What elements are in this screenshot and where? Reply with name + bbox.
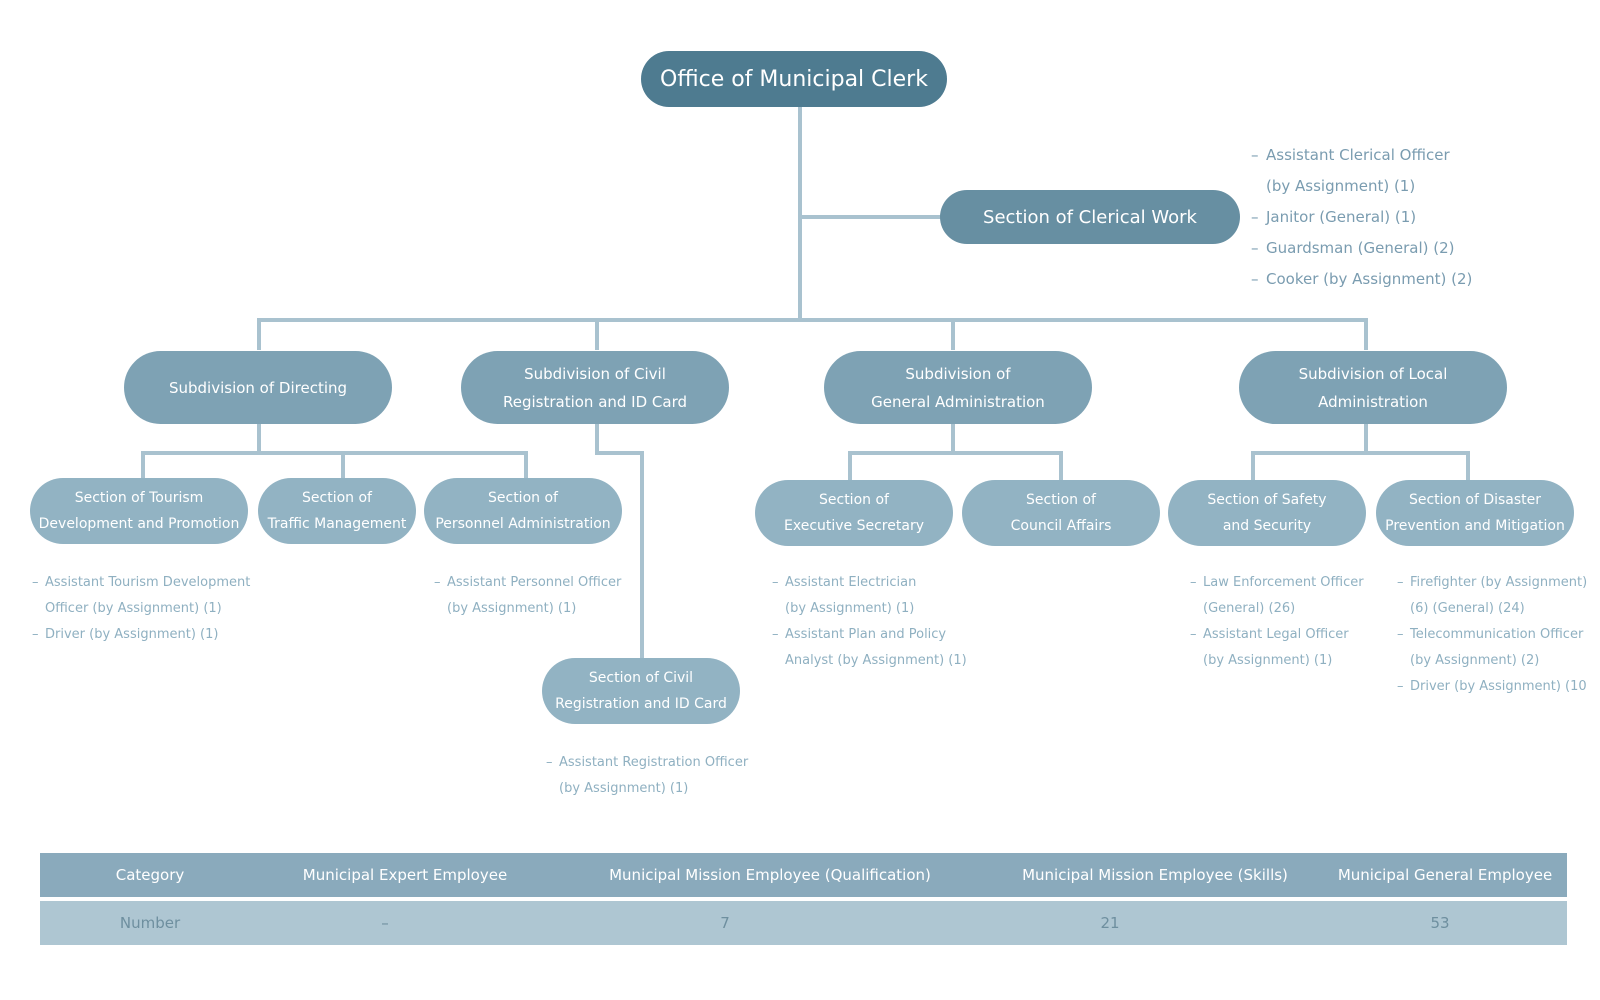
subdivision-directing-node[interactable]: Subdivision of Directing <box>124 351 392 424</box>
civil-registration-staff-list: Assistant Registration Officer (by Assig… <box>546 750 756 802</box>
cell-mission-skills: 21 <box>1100 914 1120 932</box>
staff-item: Assistant Tourism Development Officer (b… <box>32 570 262 622</box>
staff-item: Law Enforcement Officer (General) (26) <box>1190 570 1370 622</box>
header-mission-qualification: Municipal Mission Employee (Qualificatio… <box>609 866 931 884</box>
staff-item: Assistant Plan and Policy Analyst (by As… <box>772 622 972 674</box>
staff-item: Assistant Electrician (by Assignment) (1… <box>772 570 972 622</box>
staff-item: Assistant Registration Officer (by Assig… <box>546 750 756 802</box>
subdivision-local-administration-node[interactable]: Subdivision of Local Administration <box>1239 351 1507 424</box>
table-row: Number – 7 21 53 <box>40 901 1567 945</box>
staff-item: Assistant Clerical Officer <box>1251 140 1472 171</box>
section-tourism-node[interactable]: Section of Tourism Development and Promo… <box>30 478 248 544</box>
section-disaster-prevention-node[interactable]: Section of Disaster Prevention and Mitig… <box>1376 480 1574 546</box>
section-council-affairs-node[interactable]: Section of Council Affairs <box>962 480 1160 546</box>
staff-item: Janitor (General) (1) <box>1251 202 1472 233</box>
section-executive-secretary-node[interactable]: Section of Executive Secretary <box>755 480 953 546</box>
clerical-staff-list: Assistant Clerical Officer (by Assignmen… <box>1251 140 1472 295</box>
clerical-section-node[interactable]: Section of Clerical Work <box>940 190 1240 244</box>
table-header-row: Category Municipal Expert Employee Munic… <box>40 853 1567 897</box>
tourism-staff-list: Assistant Tourism Development Officer (b… <box>32 570 262 648</box>
staff-item: Cooker (by Assignment) (2) <box>1251 264 1472 295</box>
section-traffic-node[interactable]: Section of Traffic Management <box>258 478 416 544</box>
cell-general-employee: 53 <box>1430 914 1450 932</box>
header-expert-employee: Municipal Expert Employee <box>302 866 508 884</box>
staff-item: Assistant Personnel Officer (by Assignme… <box>434 570 634 622</box>
staff-item: Driver (by Assignment) (1) <box>32 622 262 648</box>
staff-item: Assistant Legal Officer (by Assignment) … <box>1190 622 1370 674</box>
header-mission-skills: Municipal Mission Employee (Skills) <box>1022 866 1288 884</box>
staff-item: Driver (by Assignment) (10 <box>1397 674 1593 700</box>
cell-category: Number <box>119 914 181 932</box>
staff-item: Telecommunication Officer (by Assignment… <box>1397 622 1593 674</box>
root-office-node[interactable]: Office of Municipal Clerk <box>641 51 947 107</box>
disaster-prevention-staff-list: Firefighter (by Assignment) (6) (General… <box>1397 570 1593 700</box>
subdivision-general-administration-node[interactable]: Subdivision of General Administration <box>824 351 1092 424</box>
subdivision-civil-registration-node[interactable]: Subdivision of Civil Registration and ID… <box>461 351 729 424</box>
executive-secretary-staff-list: Assistant Electrician (by Assignment) (1… <box>772 570 972 674</box>
staff-item: Guardsman (General) (2) <box>1251 233 1472 264</box>
section-civil-registration-node[interactable]: Section of Civil Registration and ID Car… <box>542 658 740 724</box>
cell-mission-qualification: 7 <box>720 914 730 932</box>
header-general-employee: Municipal General Employee <box>1337 866 1553 884</box>
header-category: Category <box>115 866 185 884</box>
summary-table: Category Municipal Expert Employee Munic… <box>40 853 1567 945</box>
cell-expert-employee: – <box>381 914 389 932</box>
safety-security-staff-list: Law Enforcement Officer (General) (26) A… <box>1190 570 1370 674</box>
section-personnel-node[interactable]: Section of Personnel Administration <box>424 478 622 544</box>
staff-item: (by Assignment) (1) <box>1266 177 1416 195</box>
staff-item: Firefighter (by Assignment) (6) (General… <box>1397 570 1593 622</box>
section-safety-security-node[interactable]: Section of Safety and Security <box>1168 480 1366 546</box>
personnel-staff-list: Assistant Personnel Officer (by Assignme… <box>434 570 634 622</box>
